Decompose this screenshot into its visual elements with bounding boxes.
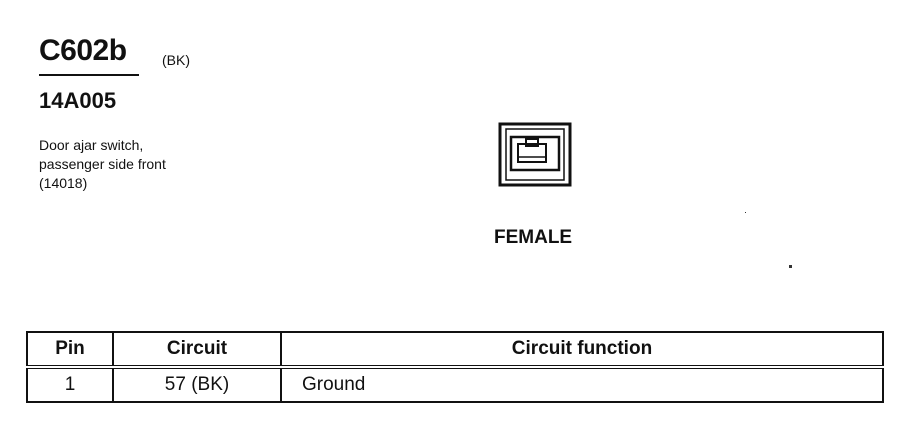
- description-line: passenger side front: [39, 156, 166, 172]
- table-header-row: Pin Circuit Circuit function: [26, 331, 884, 369]
- description-line: (14018): [39, 175, 88, 191]
- header-pin: Pin: [26, 331, 114, 369]
- circuit-cell: 57 (BK): [112, 366, 282, 403]
- connector-color-code: (BK): [162, 52, 190, 68]
- connector-face-icon: [498, 122, 572, 187]
- title-underline: [39, 74, 139, 76]
- header-circuit: Circuit: [112, 331, 282, 369]
- header-circuit-function: Circuit function: [280, 331, 884, 369]
- table-row: 1 57 (BK) Ground: [26, 366, 884, 403]
- circuit-function-cell: Ground: [280, 366, 884, 403]
- description-line: Door ajar switch,: [39, 137, 144, 153]
- connector-description: Door ajar switch, passenger side front (…: [39, 136, 166, 193]
- part-number: 14A005: [39, 88, 117, 113]
- connector-gender-label: FEMALE: [494, 227, 573, 248]
- scan-speck: [789, 265, 792, 268]
- pin-cell: 1: [26, 366, 114, 403]
- scan-speck: [745, 212, 746, 213]
- pin-table: Pin Circuit Circuit function 1 57 (BK) G…: [26, 331, 884, 403]
- connector-id: C602b: [39, 34, 127, 67]
